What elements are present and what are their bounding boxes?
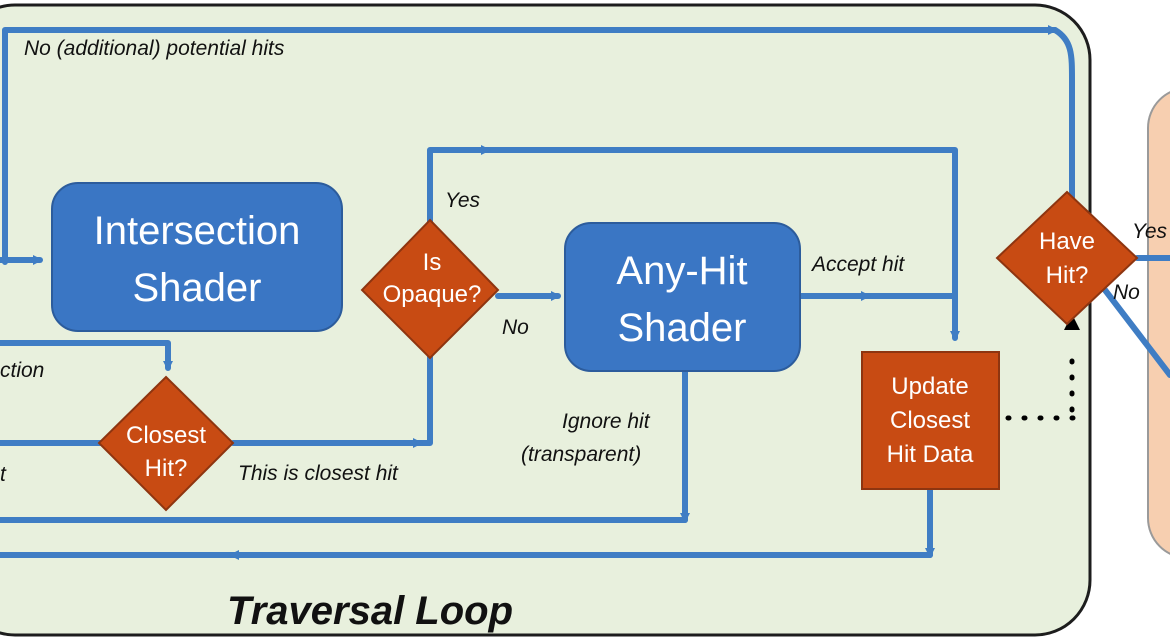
connectors	[0, 25, 1170, 560]
connector-intersection-to-closest	[0, 340, 173, 371]
connector-closest-to-opaque	[230, 354, 433, 446]
traversal-loop-title: Traversal Loop	[227, 589, 513, 633]
label-ction-fragment: ction	[0, 359, 44, 382]
update-closest-hit-node[interactable]: Update Closest Hit Data	[861, 351, 1000, 490]
label-no-havehit: No	[1113, 281, 1140, 304]
connector-havehit-no	[1102, 287, 1170, 378]
closest-hit-label-1: Closest	[126, 422, 206, 449]
closest-hit-decision[interactable]: Closest Hit?	[97, 375, 235, 512]
dotted-link	[1005, 314, 1080, 421]
have-hit-label-1: Have	[1039, 228, 1095, 255]
traversal-loop-container	[0, 3, 1092, 637]
label-t-fragment: t	[0, 463, 7, 486]
update-label-1: Update	[891, 373, 968, 400]
label-accept-hit: Accept hit	[810, 253, 905, 276]
have-hit-label-2: Hit?	[1046, 262, 1089, 289]
right-panel	[1147, 91, 1170, 555]
any-hit-shader-label-1: Any-Hit	[616, 249, 747, 293]
is-opaque-label-2: Opaque?	[383, 281, 482, 308]
intersection-shader-label-2: Shader	[133, 266, 262, 310]
connector-no-potential-hits	[2, 25, 1058, 265]
any-hit-shader-label-2: Shader	[618, 306, 747, 350]
label-no-potential-hits: No (additional) potential hits	[24, 37, 285, 60]
label-yes-opaque: Yes	[445, 189, 481, 212]
connector-opaque-yes	[427, 147, 960, 341]
update-label-3: Hit Data	[887, 441, 974, 468]
label-ignore-hit-1: Ignore hit	[562, 410, 651, 433]
is-opaque-decision[interactable]: Is Opaque?	[360, 218, 500, 360]
any-hit-shader-node[interactable]: Any-Hit Shader	[564, 222, 801, 372]
label-yes-havehit: Yes	[1132, 220, 1168, 243]
intersection-shader-label-1: Intersection	[94, 209, 301, 253]
label-no-opaque: No	[502, 316, 529, 339]
closest-hit-label-2: Hit?	[145, 455, 188, 482]
connector-top-to-havehit	[1052, 27, 1075, 203]
is-opaque-label-1: Is	[423, 249, 442, 276]
intersection-shader-node[interactable]: Intersection Shader	[51, 182, 343, 332]
update-label-2: Closest	[890, 407, 970, 434]
have-hit-decision[interactable]: Have Hit?	[995, 190, 1139, 326]
label-ignore-hit-2: (transparent)	[521, 443, 641, 466]
label-this-is-closest-hit: This is closest hit	[238, 462, 399, 485]
